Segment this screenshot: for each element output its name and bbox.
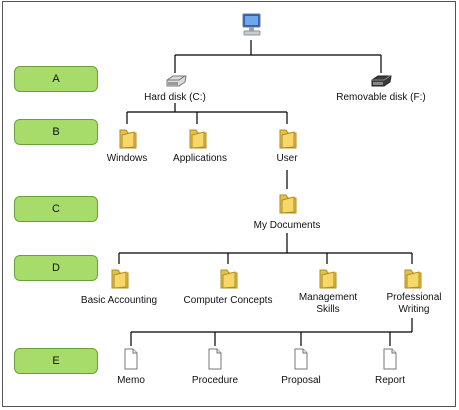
folder-label-user: User: [276, 153, 298, 164]
folder-icon: [279, 194, 297, 214]
file-label-proposal: Proposal: [281, 375, 321, 386]
document-icon: [294, 348, 308, 370]
file-label-report: Report: [374, 375, 405, 386]
folder-label-line: Writing: [398, 304, 430, 315]
removable-disk-icon: [371, 75, 392, 87]
computer-icon: [242, 13, 261, 36]
folder-icon: [220, 269, 238, 289]
folder-icon: [119, 129, 137, 149]
folder-label-windows: Windows: [106, 153, 148, 164]
folder-label-applications: Applications: [173, 153, 227, 164]
drive-label-f: Removable disk (F:): [336, 92, 426, 103]
folder-icon: [189, 129, 207, 149]
level-box-d: D: [14, 255, 98, 281]
document-icon: [383, 348, 397, 370]
folder-label-line: Skills: [316, 304, 340, 315]
level-box-a: A: [14, 66, 98, 92]
level-box-e: E: [14, 348, 98, 374]
folder-icon: [111, 269, 129, 289]
document-icon: [208, 348, 222, 370]
drive-label-c: Hard disk (C:): [144, 92, 206, 103]
level-box-c: C: [14, 196, 98, 222]
folder-label-professional-writing: Professional Writing: [381, 292, 447, 316]
folder-label-basic-accounting: Basic Accounting: [80, 295, 158, 306]
folder-label-line: Professional: [386, 292, 442, 303]
folder-label-computer-concepts: Computer Concepts: [183, 295, 273, 306]
file-label-memo: Memo: [117, 375, 145, 386]
document-icon: [124, 348, 138, 370]
file-label-procedure: Procedure: [191, 375, 239, 386]
diagram-frame: [2, 1, 456, 407]
folder-icon: [319, 269, 337, 289]
folder-label-line: Management: [298, 292, 358, 303]
folder-label-my-documents: My Documents: [253, 220, 321, 231]
hard-disk-icon: [166, 75, 187, 87]
folder-label-management-skills: Management Skills: [297, 292, 359, 316]
folder-icon: [279, 129, 297, 149]
folder-icon: [404, 269, 422, 289]
level-box-b: B: [14, 119, 98, 145]
